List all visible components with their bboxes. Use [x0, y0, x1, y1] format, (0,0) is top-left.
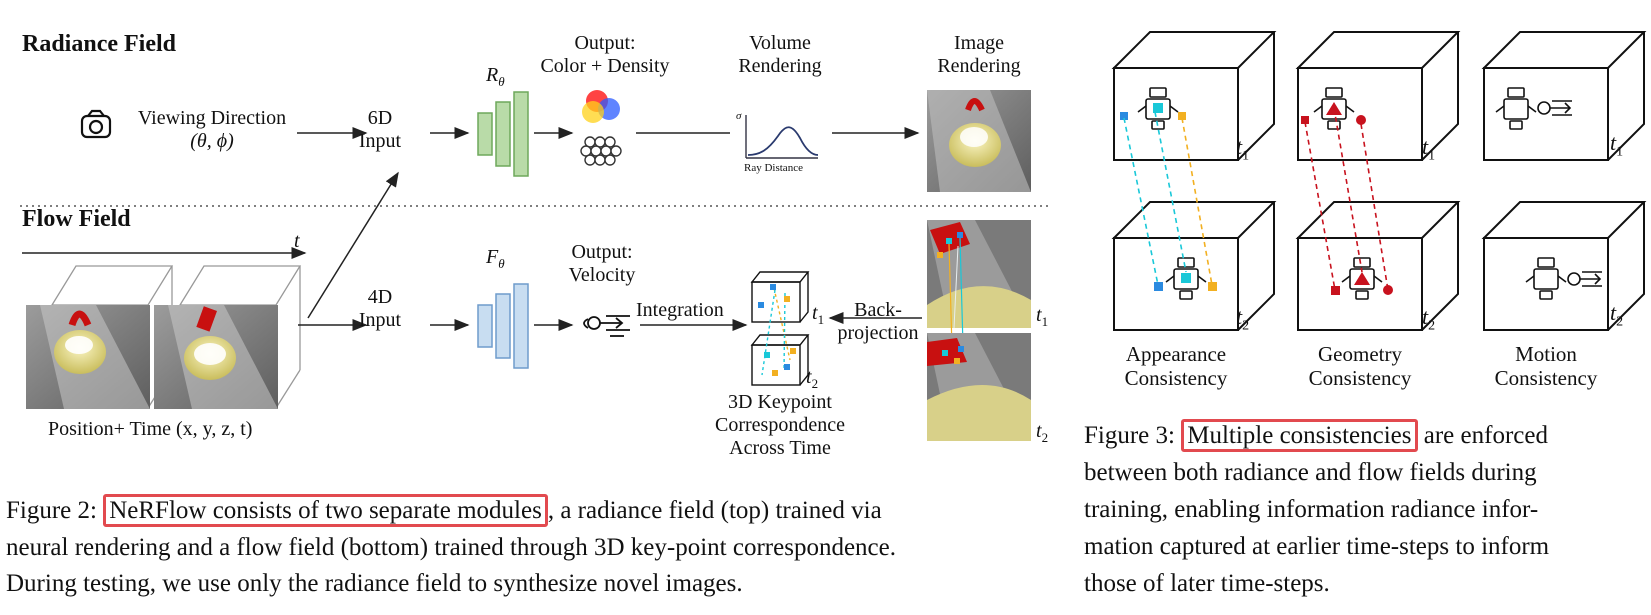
flow-field-title: Flow Field: [22, 206, 131, 232]
keyframe-t2: [927, 333, 1031, 441]
flow-network: [477, 283, 529, 369]
fig3-t1-a: t1: [1236, 134, 1250, 164]
keypoint-cubes: [750, 271, 810, 386]
robot-icon: [1120, 87, 1186, 130]
camera-icon: [80, 109, 112, 139]
radiance-field-title: Radiance Field: [22, 31, 176, 57]
fig3-t1-c: t1: [1610, 130, 1624, 160]
ray-distance-label: Ray Distance: [744, 162, 803, 174]
output-color-label: Output:Color + Density: [540, 32, 670, 77]
figure-2-highlight: NeRFlow consists of two separate modules: [103, 494, 548, 527]
position-time-label: Position+ Time (x, y, z, t): [48, 418, 253, 440]
sigma-label: σ: [736, 110, 742, 122]
frame-t1-label: t1: [1036, 304, 1049, 329]
fig3-t2-c: t2: [1610, 300, 1624, 330]
robot-icon: [1495, 87, 1572, 130]
figure-3-caption-line-4: mation captured at earlier time-steps to…: [1084, 533, 1550, 560]
integration-label: Integration: [636, 299, 724, 321]
radiance-network: [477, 91, 529, 177]
figure-3-highlight: Multiple consistencies: [1181, 419, 1418, 452]
viewing-direction-label: Viewing Direction (θ, ϕ): [137, 107, 287, 152]
rgb-circles-icon: [582, 90, 620, 123]
fig3-t1-b: t1: [1422, 134, 1436, 164]
sphere-grid-icon: [580, 136, 622, 166]
figure-2-caption-line-2: neural rendering and a flow field (botto…: [6, 534, 896, 561]
time-axis-label: t: [294, 230, 300, 252]
figure-2-caption-line-3: During testing, we use only the radiance…: [6, 570, 743, 597]
velocity-icon: [583, 315, 630, 337]
output-velocity-label: Output:Velocity: [568, 241, 636, 286]
input-frame-1: [26, 305, 150, 409]
input-frame-2: [154, 305, 278, 409]
fig3-t2-a: t2: [1236, 304, 1250, 334]
keyframe-t1: [927, 220, 1031, 349]
rendered-image: [927, 90, 1031, 192]
cube-t2-label: t2: [806, 366, 819, 391]
figure-3-caption-line-1: Figure 3: Multiple consistencies are enf…: [1084, 418, 1548, 453]
figure-3-caption-line-5: those of later time-steps.: [1084, 570, 1330, 597]
backprojection-label: Back-projection: [837, 299, 919, 344]
figure-3-caption-line-2: between both radiance and flow fields du…: [1084, 459, 1537, 486]
f-theta-label: Fθ: [486, 246, 505, 271]
density-curve: [745, 115, 819, 159]
robot-icon: [1331, 257, 1393, 300]
figure-3-caption-line-3: training, enabling information radiance …: [1084, 496, 1539, 523]
robot-icon: [1154, 257, 1217, 300]
frame-t2-label: t2: [1036, 420, 1049, 445]
robot-icon: [1525, 257, 1602, 300]
fig3-t2-b: t2: [1422, 304, 1436, 334]
cube-t1-label: t1: [812, 302, 825, 327]
r-theta-label: Rθ: [486, 64, 505, 89]
figure-2-caption-line-1: Figure 2: NeRFlow consists of two separa…: [6, 493, 882, 528]
